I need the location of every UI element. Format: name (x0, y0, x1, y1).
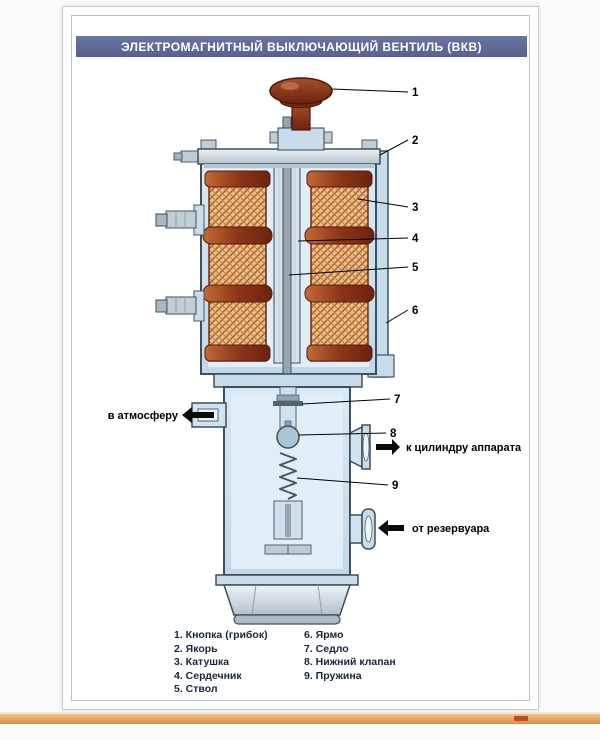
atmosphere-arrow-icon (182, 407, 214, 423)
legend-item: 9. Пружина (304, 669, 362, 682)
coil-right (304, 170, 375, 362)
callout-lines (288, 88, 409, 486)
reservoir-port (349, 508, 376, 550)
poster-title: ЭЛЕКТРОМАГНИТНЫЙ ВЫКЛЮЧАЮЩИЙ ВЕНТИЛЬ (ВК… (121, 39, 482, 54)
legend-item: 6. Ярмо (304, 629, 344, 641)
legend-column-1: 1. Кнопка (грибок) 2. Якорь 3. Катушка 4… (174, 629, 304, 697)
reservoir-arrow-icon (378, 520, 404, 536)
legend-item: 4. Сердечник (174, 669, 242, 682)
legend-item: 2. Якорь (174, 642, 218, 655)
legend-item: 3. Катушка (174, 656, 230, 668)
callout-9: 9 (392, 480, 398, 492)
callout-4: 4 (412, 233, 419, 245)
coil-left (202, 170, 273, 362)
legend-item: 5. Ствол (174, 683, 218, 695)
mushroom-button (269, 77, 333, 131)
legend-item: 7. Седло (304, 642, 349, 655)
label-to-atmosphere: в атмосферу (108, 410, 179, 422)
callout-3: 3 (412, 202, 418, 214)
cylinder-port (349, 424, 371, 470)
bottom-nut (215, 574, 359, 625)
poster: ЭЛЕКТРОМАГНИТНЫЙ ВЫКЛЮЧАЮЩИЙ ВЕНТИЛЬ (ВК… (62, 6, 539, 710)
valve-seat (273, 394, 303, 406)
bottom-band (0, 712, 600, 724)
valve-diagram: в атмосферу к цилиндру аппарата от резер… (108, 77, 521, 625)
spring (279, 452, 297, 500)
legend: 1. Кнопка (грибок) 2. Якорь 3. Катушка 4… (174, 629, 396, 697)
callout-5: 5 (412, 262, 419, 274)
cylinder-arrow-icon (376, 439, 400, 455)
terminal-top (155, 204, 205, 236)
guide-tube (264, 500, 312, 555)
lower-valve (276, 420, 300, 449)
terminal-bottom (155, 290, 205, 322)
title-bar: ЭЛЕКТРОМАГНИТНЫЙ ВЫКЛЮЧАЮЩИЙ ВЕНТИЛЬ (ВК… (76, 36, 527, 57)
top-cover (173, 127, 381, 168)
label-from-reservoir: от резервуара (412, 523, 490, 535)
callout-6: 6 (412, 305, 418, 317)
legend-column-2: 6. Ярмо 7. Седло 8. Нижний клапан 9. Пру… (304, 629, 396, 697)
legend-item: 8. Нижний клапан (304, 656, 396, 668)
publisher-mark (514, 716, 528, 721)
callout-1: 1 (412, 87, 419, 99)
callout-7: 7 (394, 394, 400, 406)
label-to-cylinder: к цилиндру аппарата (406, 442, 521, 454)
callout-8: 8 (390, 428, 397, 440)
callout-2: 2 (412, 135, 418, 147)
legend-item: 1. Кнопка (грибок) (174, 629, 268, 641)
